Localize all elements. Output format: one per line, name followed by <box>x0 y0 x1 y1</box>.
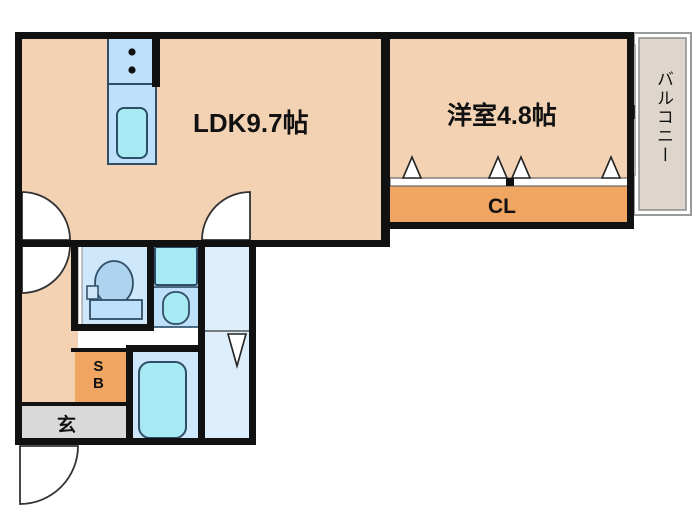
room-label-closet: CL <box>488 195 516 218</box>
wall-top <box>15 32 634 39</box>
closet-fold-marker-icon <box>510 154 532 179</box>
wash-bowl-icon <box>162 291 190 325</box>
corridor-fold-marker-icon <box>226 333 248 369</box>
wall-kitchen-stub <box>152 32 160 87</box>
toilet-tank-icon <box>89 299 143 320</box>
wall-left-lower <box>15 240 22 445</box>
door-arc-icon <box>201 191 251 241</box>
room-label-ldk: LDK9.7帖 <box>193 108 309 138</box>
wall-toilet-right <box>147 243 154 331</box>
wall-shoebox-top <box>71 348 131 352</box>
stove-burner-icon <box>128 66 136 74</box>
room-bedroom-fill <box>388 32 634 184</box>
wall-ldk-bedroom <box>381 32 390 247</box>
door-swings <box>19 191 251 505</box>
closet-fold-marker-icon <box>600 154 622 179</box>
balcony-group <box>633 32 692 216</box>
room-shoebox-fill <box>75 352 130 405</box>
walls <box>15 32 634 445</box>
kitchen-group <box>107 35 157 165</box>
wall-ldk-bottom-right <box>253 240 388 247</box>
room-closet-fill <box>388 186 634 229</box>
room-entrance-fill <box>15 405 130 443</box>
wall-toilet-bottom <box>75 324 154 331</box>
toilet-bowl-icon <box>94 260 134 306</box>
wall-bedroom-right <box>627 32 634 229</box>
toilet-fixtures <box>86 260 143 320</box>
toilet-flush-handle-icon <box>86 285 99 300</box>
door-ldk-right <box>201 191 251 241</box>
wall-closet-bottom <box>381 222 634 229</box>
wall-bottom <box>15 438 256 445</box>
washroom-fixtures <box>151 246 201 328</box>
wall-washroom-right <box>198 243 205 331</box>
wall-ldk-bottom <box>15 240 260 247</box>
wall-entrance-top <box>15 402 131 406</box>
door-arc-icon <box>21 244 71 294</box>
room-ldk-fill <box>15 32 388 240</box>
closet-center-post <box>506 178 514 186</box>
door-entrance <box>19 445 79 505</box>
door-arc-icon <box>21 191 71 241</box>
room-corridor-fill <box>202 243 253 443</box>
kitchen-sink-icon <box>116 107 148 159</box>
room-label-entrance: 玄 <box>57 415 77 436</box>
wall-shoebox-right <box>126 345 133 407</box>
wall-toilet-left <box>71 243 78 331</box>
shoebox-line-1: S <box>93 358 104 375</box>
door-ldk-left <box>21 191 71 241</box>
wall-left-upper <box>15 32 22 247</box>
door-hallway <box>21 244 71 294</box>
bath-fixtures <box>138 361 187 439</box>
wall-bath-top <box>126 345 205 352</box>
stove-burner-icon <box>128 48 136 56</box>
wall-corridor-right <box>249 240 256 445</box>
closet-fold-marker-icon <box>487 154 509 179</box>
room-label-bedroom: 洋室4.8帖 <box>447 102 557 130</box>
door-arc-icon <box>19 445 79 505</box>
bathtub-icon <box>138 361 187 439</box>
room-label-balcony: バルコニー <box>654 70 673 165</box>
closet-fold-marker-icon <box>401 154 423 179</box>
wash-basin-icon <box>154 246 198 286</box>
shoebox-line-2: B <box>93 375 104 392</box>
toilet-door <box>77 242 83 329</box>
room-label-shoebox: S B <box>93 358 104 392</box>
corridor-door-marker <box>202 330 253 369</box>
wall-bath-right <box>198 331 205 445</box>
balcony-floor <box>638 37 687 211</box>
